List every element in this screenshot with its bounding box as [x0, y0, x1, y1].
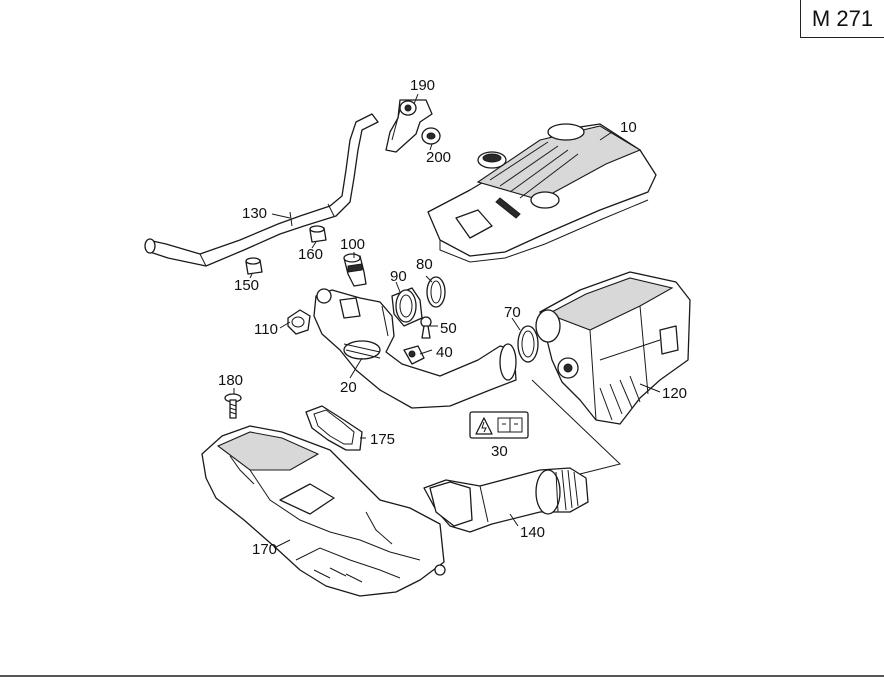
bottom-border — [0, 675, 884, 677]
callout-200: 200 — [426, 149, 451, 166]
callout-150: 150 — [234, 277, 259, 294]
part-10-engine-cover[interactable] — [427, 123, 657, 263]
part-80-seal-ring[interactable] — [426, 276, 446, 308]
part-20-intake-duct[interactable] — [313, 288, 517, 409]
part-50-screw[interactable] — [420, 316, 432, 339]
callout-110: 110 — [254, 321, 278, 338]
callout-175: 175 — [370, 431, 395, 448]
part-120-air-filter-housing[interactable] — [535, 271, 691, 425]
part-180-bolt[interactable] — [224, 393, 242, 419]
callout-labels: 10 190 200 130 160 150 100 90 80 110 50 … — [218, 77, 687, 558]
part-160-clip[interactable] — [309, 225, 327, 243]
callout-120: 120 — [662, 385, 687, 402]
part-40-clip[interactable] — [403, 345, 425, 365]
callout-180: 180 — [218, 372, 243, 389]
engine-code-badge: M 271 — [800, 0, 884, 38]
callout-170: 170 — [252, 541, 277, 558]
callout-90: 90 — [390, 268, 407, 285]
callout-10: 10 — [620, 119, 637, 136]
callout-160: 160 — [298, 246, 323, 263]
part-30-warning-label[interactable] — [469, 411, 529, 439]
part-100-sensor[interactable] — [343, 253, 367, 287]
part-150-clip[interactable] — [245, 257, 263, 275]
callout-50: 50 — [440, 320, 457, 337]
callout-80: 80 — [416, 256, 433, 273]
part-130-vent-hose[interactable] — [144, 113, 379, 267]
callout-190: 190 — [410, 77, 435, 94]
callout-130: 130 — [242, 205, 267, 222]
leader-lines — [233, 93, 661, 549]
callout-70: 70 — [504, 304, 521, 321]
part-170-air-duct[interactable] — [201, 425, 446, 597]
callout-20: 20 — [340, 379, 357, 396]
part-190-bracket[interactable] — [385, 99, 433, 153]
callout-40: 40 — [436, 344, 453, 361]
part-175-gasket[interactable] — [305, 405, 363, 451]
part-200-nut[interactable] — [421, 127, 441, 145]
part-110-clamp[interactable] — [287, 309, 311, 335]
callout-140: 140 — [520, 524, 545, 541]
callout-30: 30 — [491, 443, 508, 460]
callout-100: 100 — [340, 236, 365, 253]
part-70-seal-ring[interactable] — [517, 325, 539, 363]
part-90-sleeve[interactable] — [391, 287, 423, 327]
part-140-intake-snorkel[interactable] — [423, 467, 589, 533]
